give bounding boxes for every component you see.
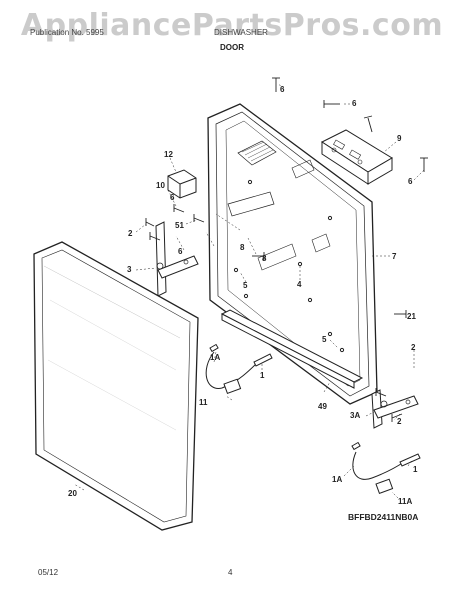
control-panel-part [320, 129, 393, 185]
callout-3A: 3A [350, 411, 360, 420]
callout-5: 5 [243, 281, 248, 290]
product-label: DISHWASHER [214, 28, 268, 37]
callout-8: 8 [262, 254, 267, 263]
callout-11A: 11A [398, 497, 412, 506]
callout-1A: 1A [210, 353, 220, 362]
callout-2: 2 [128, 229, 133, 238]
revision-date: 05/12 [38, 568, 59, 577]
callout-3: 3 [127, 265, 132, 274]
callout-8: 8 [240, 243, 245, 252]
right-hinge-part [371, 389, 419, 429]
left-hinge-part [155, 221, 199, 297]
callout-1: 1 [260, 371, 265, 380]
callout-labels: 6 6 9 6 12 10 6 51 2 6 8 8 3 4 5 7 21 5 … [68, 85, 418, 506]
callout-51: 51 [175, 221, 184, 230]
publication-label: Publication No. 5995 [30, 28, 104, 37]
leader-lines [73, 83, 425, 499]
callout-20: 20 [68, 489, 77, 498]
callout-12: 12 [164, 150, 173, 159]
callout-49: 49 [318, 402, 327, 411]
callout-10: 10 [156, 181, 165, 190]
callout-2: 2 [411, 343, 416, 352]
screws [145, 77, 428, 422]
wire-harness-right [351, 441, 421, 495]
outer-door-panel [33, 241, 199, 531]
wire-harness-left [205, 343, 273, 395]
callout-6: 6 [352, 99, 357, 108]
callout-6: 6 [170, 193, 175, 202]
callout-4: 4 [297, 280, 302, 289]
watermark: AppliancePartsPros.com [20, 8, 444, 43]
bottom-trim-part [220, 309, 364, 389]
callout-6: 6 [280, 85, 285, 94]
page-number: 4 [228, 568, 233, 577]
section-title: DOOR [220, 43, 244, 52]
callout-11: 11 [199, 398, 208, 407]
diagram-code: BFFBD2411NB0A [348, 512, 419, 522]
callout-6: 6 [178, 247, 183, 256]
callout-6: 6 [408, 177, 413, 186]
callout-1: 1 [413, 465, 418, 474]
callout-2: 2 [397, 417, 402, 426]
callout-7: 7 [392, 252, 397, 261]
callout-21: 21 [407, 312, 416, 321]
callout-9: 9 [397, 134, 402, 143]
callout-5: 5 [322, 335, 327, 344]
callout-1A: 1A [332, 475, 342, 484]
